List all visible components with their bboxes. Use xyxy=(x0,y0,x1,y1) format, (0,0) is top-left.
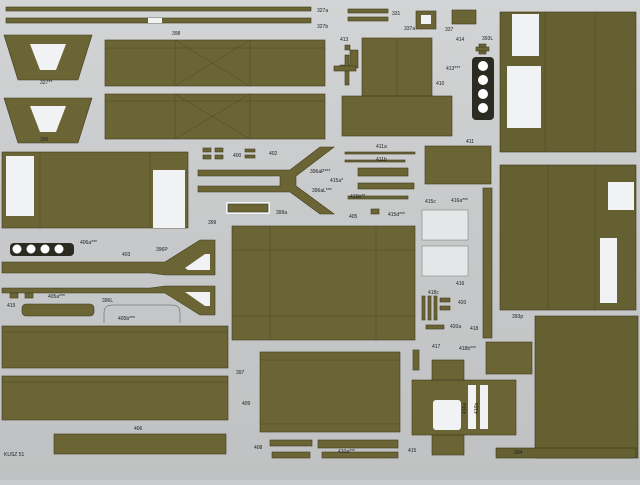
svg-text:415b**: 415b** xyxy=(350,194,365,200)
svg-text:394: 394 xyxy=(514,450,523,456)
svg-text:418c: 418c xyxy=(428,290,439,296)
svg-text:420a: 420a xyxy=(450,324,461,330)
svg-text:420: 420 xyxy=(458,300,467,306)
svg-text:410: 410 xyxy=(436,81,445,87)
svg-text:413: 413 xyxy=(340,37,349,43)
svg-text:410a***: 410a*** xyxy=(338,449,355,455)
part-406 xyxy=(53,433,227,455)
part-398-a xyxy=(104,39,326,87)
svg-text:396aP***: 396aP*** xyxy=(310,169,330,175)
svg-text:414: 414 xyxy=(456,37,465,43)
part-327a xyxy=(5,6,312,12)
svg-text:418: 418 xyxy=(470,326,479,332)
svg-text:337: 337 xyxy=(445,27,454,33)
part-415 xyxy=(411,379,517,436)
part-418b xyxy=(485,341,533,375)
part-414-wheels xyxy=(472,57,494,120)
svg-text:406: 406 xyxy=(134,426,143,432)
svg-text:418b***: 418b*** xyxy=(459,346,476,352)
svg-text:413***: 413*** xyxy=(446,66,460,72)
svg-text:327**: 327** xyxy=(40,80,52,86)
svg-text:400: 400 xyxy=(233,153,242,159)
part-396P xyxy=(1,239,216,276)
part-397-a xyxy=(1,325,229,369)
part-394 xyxy=(534,315,639,459)
svg-text:406a***: 406a*** xyxy=(80,240,97,246)
svg-text:327a: 327a xyxy=(317,8,328,14)
svg-text:399a: 399a xyxy=(276,210,287,216)
svg-text:405a***: 405a*** xyxy=(48,294,65,300)
part-409 xyxy=(259,351,401,433)
svg-text:417: 417 xyxy=(432,344,441,350)
svg-text:419: 419 xyxy=(7,303,16,309)
svg-text:396L: 396L xyxy=(102,298,113,304)
part-396a xyxy=(197,146,335,215)
part-398-b xyxy=(104,93,326,140)
svg-text:411a: 411a xyxy=(376,144,387,150)
svg-text:403: 403 xyxy=(122,252,131,258)
svg-text:398: 398 xyxy=(172,31,181,37)
part-416 xyxy=(482,187,493,339)
svg-text:415c: 415c xyxy=(425,199,436,205)
svg-text:416a***: 416a*** xyxy=(451,198,468,204)
svg-text:393L: 393L xyxy=(482,36,493,42)
svg-text:411: 411 xyxy=(466,139,474,145)
svg-text:411b: 411b xyxy=(376,157,387,163)
svg-text:396P: 396P xyxy=(156,247,168,253)
svg-text:395: 395 xyxy=(40,137,49,143)
svg-text:416: 416 xyxy=(456,281,465,287)
svg-text:415: 415 xyxy=(408,448,417,454)
part-405 xyxy=(231,225,416,341)
svg-text:416a: 416a xyxy=(462,403,468,414)
part-411 xyxy=(424,145,492,185)
svg-text:405b***: 405b*** xyxy=(118,316,135,322)
svg-text:397: 397 xyxy=(236,370,245,376)
svg-text:415d***: 415d*** xyxy=(388,212,405,218)
svg-text:408: 408 xyxy=(254,445,263,451)
part-396L xyxy=(1,285,216,316)
svg-text:409: 409 xyxy=(242,401,251,407)
svg-text:416b: 416b xyxy=(474,403,480,414)
svg-text:393p: 393p xyxy=(512,314,523,320)
part-397-b xyxy=(1,375,229,421)
svg-text:327b: 327b xyxy=(317,24,328,30)
svg-text:396aL***: 396aL*** xyxy=(312,188,332,194)
svg-text:402: 402 xyxy=(269,151,278,157)
svg-text:415a*: 415a* xyxy=(330,178,343,184)
svg-text:337a: 337a xyxy=(404,26,415,32)
part-labels: 327a 327b 331 337a 337 393L 398 413 414 … xyxy=(4,8,523,458)
svg-text:405: 405 xyxy=(349,214,358,220)
part-413 xyxy=(339,44,359,69)
footer-text: KUSZ 51 xyxy=(4,452,25,458)
svg-text:399: 399 xyxy=(208,220,217,226)
svg-text:331: 331 xyxy=(392,11,401,17)
